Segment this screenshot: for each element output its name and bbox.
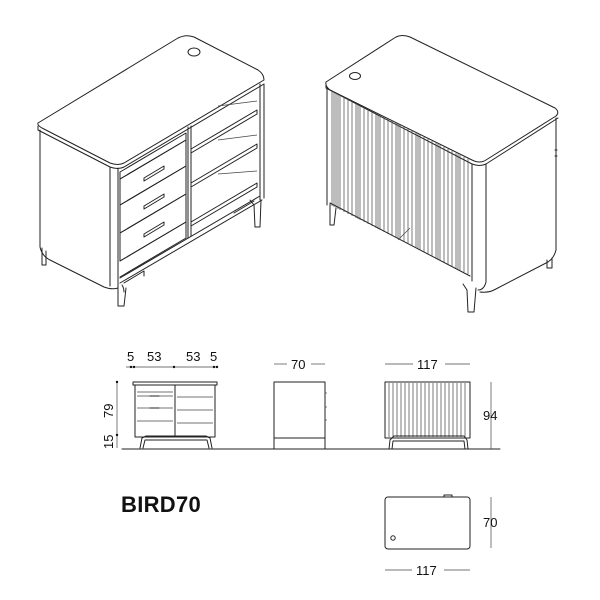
side-elevation [273,363,327,450]
cable-grommet-icon [187,47,201,57]
dim-plan-117: 117 [416,563,437,578]
cable-grommet-icon [349,72,361,80]
plan-view [384,494,492,571]
dim-back-117: 117 [417,357,438,372]
back-elevation [384,363,492,450]
front-elevation [115,365,219,449]
drawer-handle-icon [143,193,165,210]
dim-front-53-left: 53 [147,349,161,364]
dim-front-5-right: 5 [210,349,217,364]
drawer-handle-icon [143,165,165,182]
dim-plan-70: 70 [483,515,497,530]
iso-view-back [325,35,559,313]
dim-side-70: 70 [291,357,305,372]
cable-grommet-icon [390,535,396,541]
iso-view-front [37,35,265,307]
dim-front-79: 79 [101,404,116,418]
slatted-door-face [326,87,473,282]
dim-front-5-left: 5 [127,349,134,364]
dim-front-15: 15 [101,435,116,449]
dim-back-94: 94 [483,408,497,423]
dim-front-53-right: 53 [186,349,200,364]
drawer-handle-icon [143,221,165,238]
product-name: BIRD70 [121,492,202,517]
